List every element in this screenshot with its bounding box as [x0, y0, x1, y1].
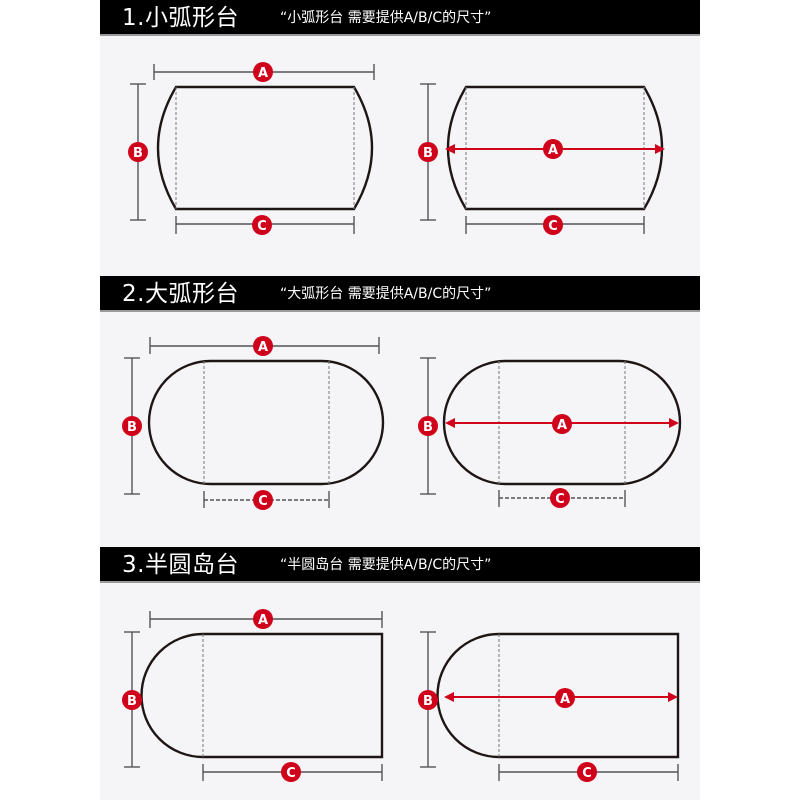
svg-text:B: B: [127, 420, 137, 435]
svg-text:A: A: [258, 66, 268, 81]
section-2-header: 2.大弧形台 “大弧形台 需要提供A/B/C的尺寸”: [100, 276, 700, 312]
label-a-badge: A: [555, 688, 575, 708]
label-b-badge: B: [122, 690, 142, 710]
label-c-badge: C: [281, 762, 301, 782]
arc-seam-lines: [175, 87, 355, 209]
label-a-badge: A: [543, 139, 563, 159]
section-1-title: 1.小弧形台: [122, 5, 239, 31]
svg-text:B: B: [423, 146, 433, 161]
section-2-title: 2.大弧形台: [122, 281, 239, 307]
svg-text:C: C: [286, 766, 296, 781]
label-c-badge: C: [543, 215, 563, 235]
svg-text:C: C: [548, 219, 558, 234]
label-a-badge: A: [253, 609, 273, 629]
section-1-note: “小弧形台 需要提供A/B/C的尺寸”: [280, 10, 492, 26]
svg-text:B: B: [127, 694, 137, 709]
svg-text:B: B: [133, 146, 143, 161]
svg-text:B: B: [423, 420, 433, 435]
svg-text:A: A: [258, 613, 268, 628]
content-panel: [100, 0, 700, 800]
section-3-header: 3.半圆岛台 “半圆岛台 需要提供A/B/C的尺寸”: [100, 547, 700, 583]
section-3-note: “半圆岛台 需要提供A/B/C的尺寸”: [280, 557, 492, 573]
svg-text:A: A: [258, 340, 268, 355]
table-outline: [140, 632, 384, 759]
label-c-badge: C: [577, 762, 597, 782]
label-a-badge: A: [552, 414, 572, 434]
table-outline: [147, 359, 385, 486]
label-b-badge: B: [418, 142, 438, 162]
section-1-header: 1.小弧形台 “小弧形台 需要提供A/B/C的尺寸”: [100, 0, 700, 36]
svg-text:A: A: [548, 143, 558, 158]
label-c-badge: C: [253, 490, 273, 510]
label-b-badge: B: [128, 142, 148, 162]
svg-text:A: A: [557, 418, 567, 433]
label-a-badge: A: [253, 62, 273, 82]
table-outline: [436, 632, 680, 759]
label-a-badge: A: [253, 336, 273, 356]
label-c-badge: C: [252, 215, 272, 235]
label-b-badge: B: [418, 690, 438, 710]
svg-text:C: C: [257, 219, 267, 234]
svg-text:C: C: [582, 766, 592, 781]
svg-text:B: B: [423, 694, 433, 709]
label-b-badge: B: [122, 416, 142, 436]
table-outline: [442, 359, 682, 486]
section-2-note: “大弧形台 需要提供A/B/C的尺寸”: [280, 286, 492, 302]
section-3-title: 3.半圆岛台: [122, 552, 239, 578]
label-c-badge: C: [550, 488, 570, 508]
label-b-badge: B: [418, 416, 438, 436]
arc-seam-lines: [203, 361, 330, 484]
svg-text:C: C: [555, 492, 565, 507]
svg-text:A: A: [560, 692, 570, 707]
svg-text:C: C: [258, 494, 268, 509]
